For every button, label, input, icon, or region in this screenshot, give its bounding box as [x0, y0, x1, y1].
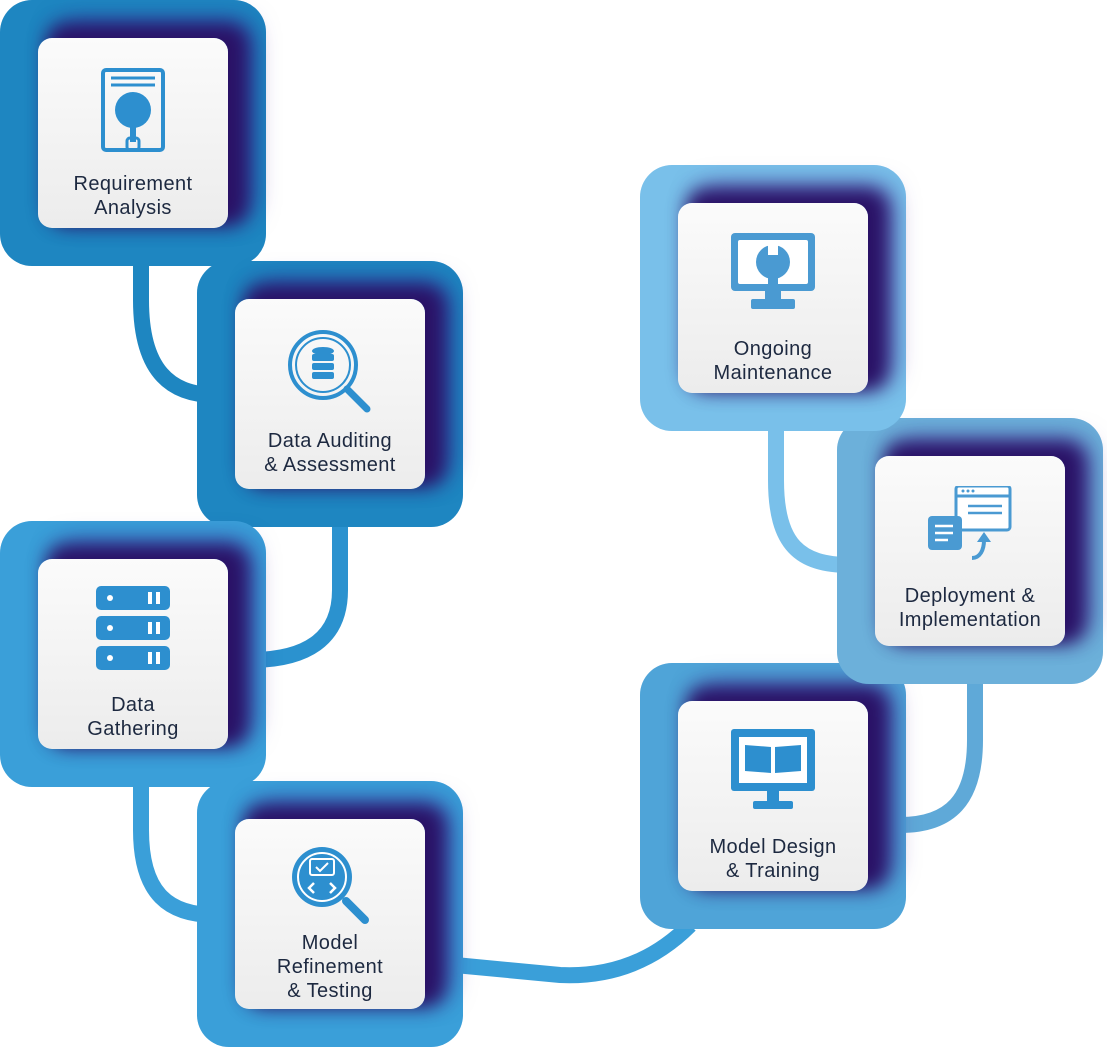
- connector-5-6: [899, 670, 983, 833]
- step-card: Model Refinement & Testing: [235, 819, 425, 1009]
- step-card: Ongoing Maintenance: [678, 203, 868, 393]
- step-label: Data Auditing & Assessment: [264, 430, 396, 476]
- step-card: Data Auditing & Assessment: [235, 299, 425, 489]
- connector-2-3: [249, 515, 348, 668]
- step-model-refinement: Model Refinement & Testing: [197, 781, 463, 1047]
- step-card: Deployment & Implementation: [875, 456, 1065, 646]
- step-label: Model Refinement & Testing: [276, 932, 384, 1002]
- step-deployment: Deployment & Implementation: [837, 418, 1103, 684]
- step-model-design: Model Design & Training: [640, 663, 906, 929]
- connector-6-7: [768, 420, 851, 573]
- database-search-icon: [288, 330, 371, 413]
- code-search-icon: [292, 847, 369, 924]
- deploy-window-icon: [928, 486, 1012, 560]
- step-label: Model Design & Training: [709, 836, 837, 882]
- monitor-wrench-icon: [731, 233, 815, 309]
- document-search-icon: [101, 68, 165, 152]
- step-data-auditing: Data Auditing & Assessment: [197, 261, 463, 527]
- step-card: Requirement Analysis: [38, 38, 228, 228]
- connector-4-5: [454, 919, 696, 984]
- step-data-gathering: Data Gathering: [0, 521, 266, 787]
- step-card: Data Gathering: [38, 559, 228, 749]
- step-card: Model Design & Training: [678, 701, 868, 891]
- step-label: Deployment & Implementation: [898, 585, 1042, 631]
- step-label: Data Gathering: [87, 694, 179, 740]
- step-label: Ongoing Maintenance: [713, 338, 833, 384]
- step-requirement-analysis: Requirement Analysis: [0, 0, 266, 266]
- step-ongoing-maintenance: Ongoing Maintenance: [640, 165, 906, 431]
- step-label: Requirement Analysis: [73, 173, 193, 219]
- server-icon: [96, 586, 170, 670]
- monitor-book-icon: [731, 729, 815, 809]
